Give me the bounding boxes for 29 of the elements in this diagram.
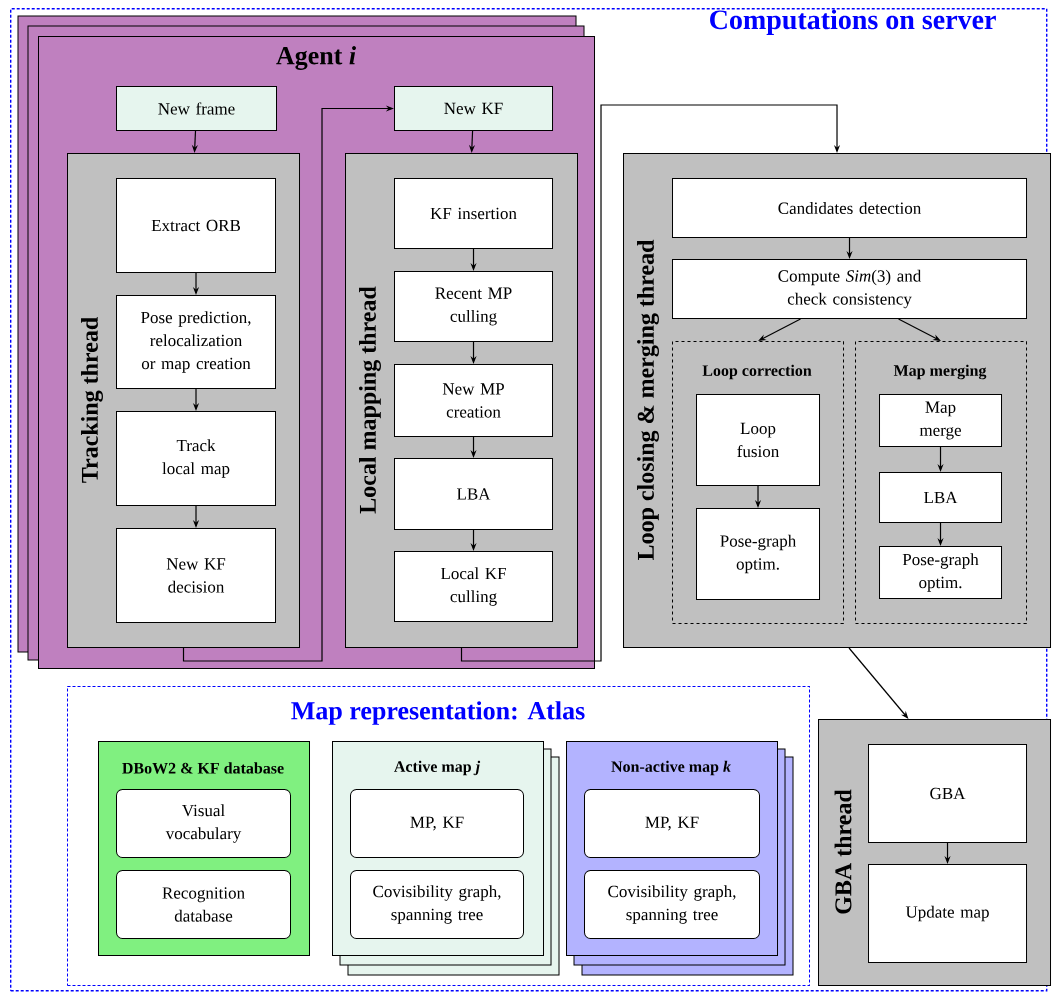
data-box: Covisibility graph, spanning tree <box>584 870 760 939</box>
process-box: Local KF culling <box>394 551 553 622</box>
data-box: Recognition database <box>116 870 291 939</box>
process-box: Map merge <box>879 394 1002 447</box>
process-box: Track local map <box>116 411 276 506</box>
process-box: LBA <box>879 472 1002 523</box>
process-box: Update map <box>868 864 1027 963</box>
process-box: Extract ORB <box>116 178 276 273</box>
data-box: Covisibility graph, spanning tree <box>350 870 524 939</box>
arrow <box>758 318 802 341</box>
process-box: Pose prediction, relocalization or map creation <box>116 295 276 389</box>
process-box: Candidates detection <box>672 178 1027 238</box>
process-box: Pose-graph optim. <box>879 546 1002 599</box>
process-box: GBA <box>868 744 1027 843</box>
process-box: Pose-graph optim. <box>696 508 820 600</box>
process-box: New KF decision <box>116 528 276 623</box>
process-box: Loop fusion <box>696 394 820 486</box>
data-box: Visual vocabulary <box>116 789 291 858</box>
input-box: New KF <box>394 86 553 131</box>
process-box: Recent MP culling <box>394 271 553 342</box>
data-box: MP, KF <box>584 789 760 858</box>
process-box: Compute Sim(3) and check consistency <box>672 259 1027 319</box>
process-box: KF insertion <box>394 178 553 249</box>
arrow <box>897 318 941 341</box>
arrow <box>460 104 841 662</box>
process-box: LBA <box>394 458 553 530</box>
data-box: MP, KF <box>350 789 524 858</box>
process-box: New MP creation <box>394 364 553 437</box>
input-box: New frame <box>116 86 277 131</box>
